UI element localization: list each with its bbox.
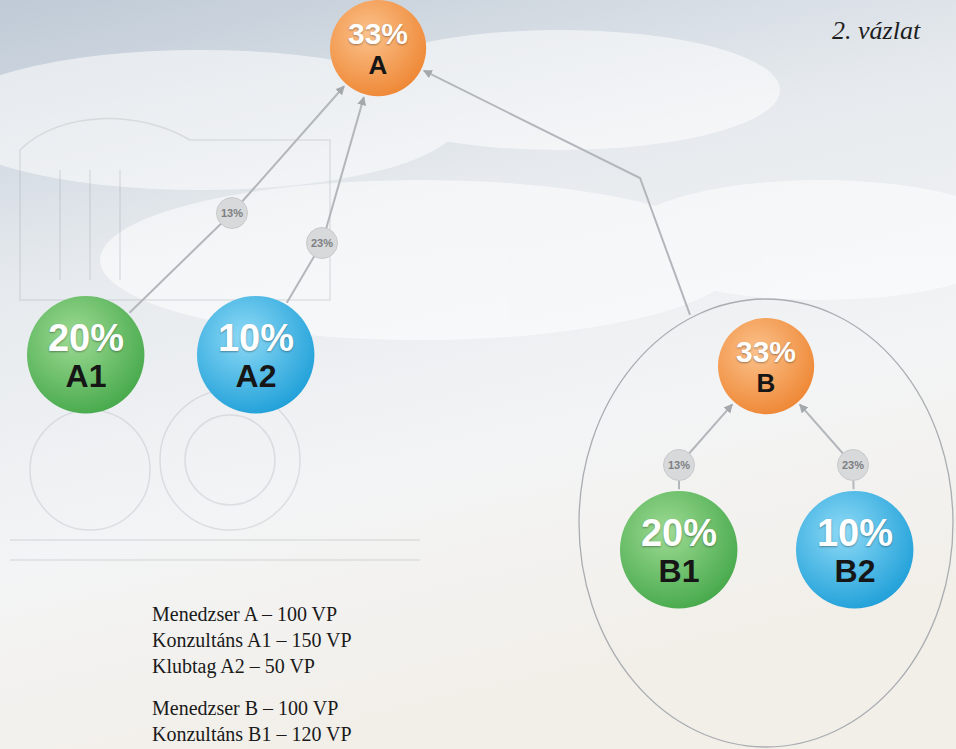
point-note: Konzultáns A1 – 150 VP (152, 629, 352, 651)
node-text-group: 33% B (736, 336, 796, 395)
consultant-circle: 20%A1 (27, 296, 144, 413)
circle-fill (718, 318, 814, 414)
percent-value: 20% (641, 513, 717, 551)
point-note: Menedzser A – 100 VP (152, 603, 337, 625)
member-letter: B2 (835, 554, 876, 586)
faint-locomotive (10, 119, 420, 560)
member-circle: 10%B2 (796, 491, 913, 608)
member-letter: A2 (236, 359, 277, 391)
member-letter: A (369, 52, 388, 78)
percent-value: 20% (48, 318, 124, 356)
group-ellipse: 33% B 20%B1 10%B2 (578, 298, 954, 748)
share-bubble: 23% (837, 449, 869, 481)
percent-value: 33% (736, 336, 796, 366)
flow-arrow (130, 86, 345, 312)
node-text-group: 10%B2 (817, 513, 893, 586)
share-bubble: 23% (306, 227, 338, 259)
point-note: Menedzser B – 100 VP (152, 697, 338, 719)
member-letter: B (757, 369, 776, 395)
point-note: Klubtag A2 – 50 VP (152, 655, 315, 677)
circle-fill (27, 296, 144, 413)
flow-arrow (287, 97, 364, 303)
share-percent: 13% (221, 207, 243, 219)
circle-fill (620, 491, 737, 608)
share-percent: 23% (311, 237, 333, 249)
node-text-group: 20%A1 (48, 318, 124, 391)
share-bubble: 13% (216, 197, 248, 229)
circle-fill (796, 491, 913, 608)
sketch-title: 2. vázlat (832, 16, 920, 46)
manager-circle: 33% A (330, 0, 426, 96)
share-percent: 23% (842, 459, 864, 471)
share-bubble: 13% (663, 449, 695, 481)
member-circle: 10%A2 (197, 296, 314, 413)
flow-arrow (424, 71, 690, 315)
member-letter: B1 (659, 554, 700, 586)
percent-value: 33% (348, 19, 408, 49)
ellipse-line (579, 299, 953, 747)
percent-value: 10% (817, 513, 893, 551)
node-text-group: 20%B1 (641, 513, 717, 586)
node-text-group: 33% A (348, 19, 408, 78)
node-text-group: 10%A2 (218, 318, 294, 391)
share-percent: 13% (668, 459, 690, 471)
clouds (0, 30, 956, 340)
circle-fill (330, 0, 426, 96)
consultant-circle: 20%B1 (620, 491, 737, 608)
point-note: Konzultáns B1 – 120 VP (152, 723, 352, 745)
circle-fill (197, 296, 314, 413)
member-letter: A1 (66, 359, 107, 391)
manager-circle: 33% B (718, 318, 814, 414)
percent-value: 10% (218, 318, 294, 356)
